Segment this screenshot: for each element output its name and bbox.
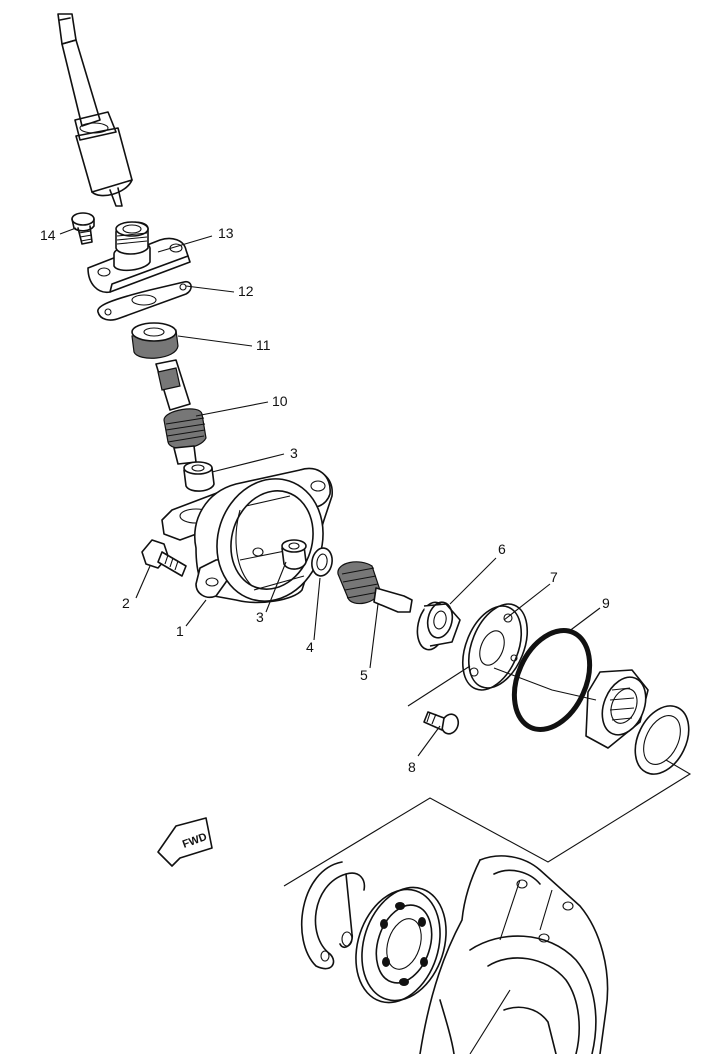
- callout-8: 8: [408, 759, 416, 775]
- bushing-11: [131, 322, 179, 359]
- washer-4: [311, 547, 333, 577]
- callout-6: 6: [498, 541, 506, 557]
- bushing-6: [416, 601, 461, 651]
- gear-5: [337, 561, 413, 613]
- callout-12: 12: [238, 283, 254, 299]
- lock-nut: [585, 669, 649, 749]
- callout-9: 9: [602, 595, 610, 611]
- wheel-hub-partial: [419, 855, 609, 1054]
- o-ring-9: [511, 628, 593, 732]
- bearing: [355, 886, 447, 1004]
- gear-shaft-10: [155, 359, 207, 465]
- callout-11: 11: [256, 337, 271, 353]
- callout-3-upper: 3: [290, 445, 298, 461]
- bolt-2: [141, 539, 187, 577]
- callout-13: 13: [218, 225, 234, 241]
- callout-10: 10: [272, 393, 288, 409]
- speedometer-cable: [57, 13, 133, 207]
- callout-5: 5: [360, 667, 368, 683]
- bolt-14: [71, 212, 95, 245]
- plain-washer: [634, 705, 690, 775]
- circlip: [300, 861, 366, 970]
- callout-7: 7: [550, 569, 558, 585]
- callout-1: 1: [176, 623, 184, 639]
- bushing-3-upper: [183, 461, 215, 492]
- fitting-13: [87, 221, 191, 293]
- leader-lines: [59, 227, 601, 757]
- screw-8: [423, 711, 460, 735]
- bushing-3-lower: [281, 539, 307, 570]
- fwd-direction-marker: FWD: [157, 817, 213, 867]
- callout-2: 2: [122, 595, 130, 611]
- callout-labels: 14 13 12 11 10 3 2 1 3 4 5 6 7 9 8: [40, 225, 610, 775]
- gasket-12: [97, 280, 192, 321]
- alignment-lines: [283, 665, 692, 887]
- callout-3-lower: 3: [256, 609, 264, 625]
- callout-4: 4: [306, 639, 314, 655]
- callout-14: 14: [40, 227, 56, 243]
- cover-plate-7: [461, 603, 529, 691]
